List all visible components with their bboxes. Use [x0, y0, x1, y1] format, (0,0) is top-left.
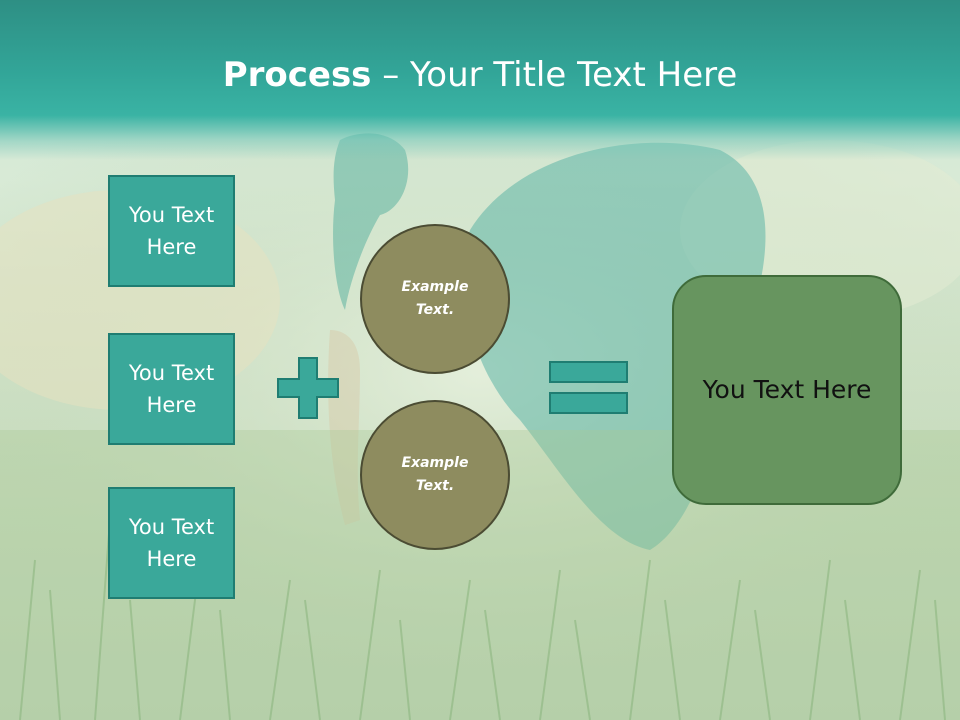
input-box-3: You Text Here: [108, 487, 235, 599]
input-box-1-label: You Text Here: [128, 203, 215, 259]
slide-title: Process – Your Title Text Here: [0, 50, 960, 100]
circle-1: Example Text.: [360, 224, 510, 374]
title-rest: – Your Title Text Here: [371, 55, 738, 95]
input-box-3-label: You Text Here: [128, 515, 215, 571]
input-box-2: You Text Here: [108, 333, 235, 445]
equals-icon: [549, 361, 628, 414]
circle-1-label: Example Text.: [401, 279, 469, 318]
circle-2: Example Text.: [360, 400, 510, 550]
title-bold: Process: [222, 55, 372, 95]
input-box-1: You Text Here: [108, 175, 235, 287]
input-box-2-label: You Text Here: [128, 361, 215, 417]
result-box: You Text Here: [672, 275, 902, 505]
plus-icon: [277, 357, 339, 419]
result-box-label: You Text Here: [702, 375, 872, 404]
title-band: [0, 0, 960, 160]
circle-2-label: Example Text.: [401, 455, 469, 494]
